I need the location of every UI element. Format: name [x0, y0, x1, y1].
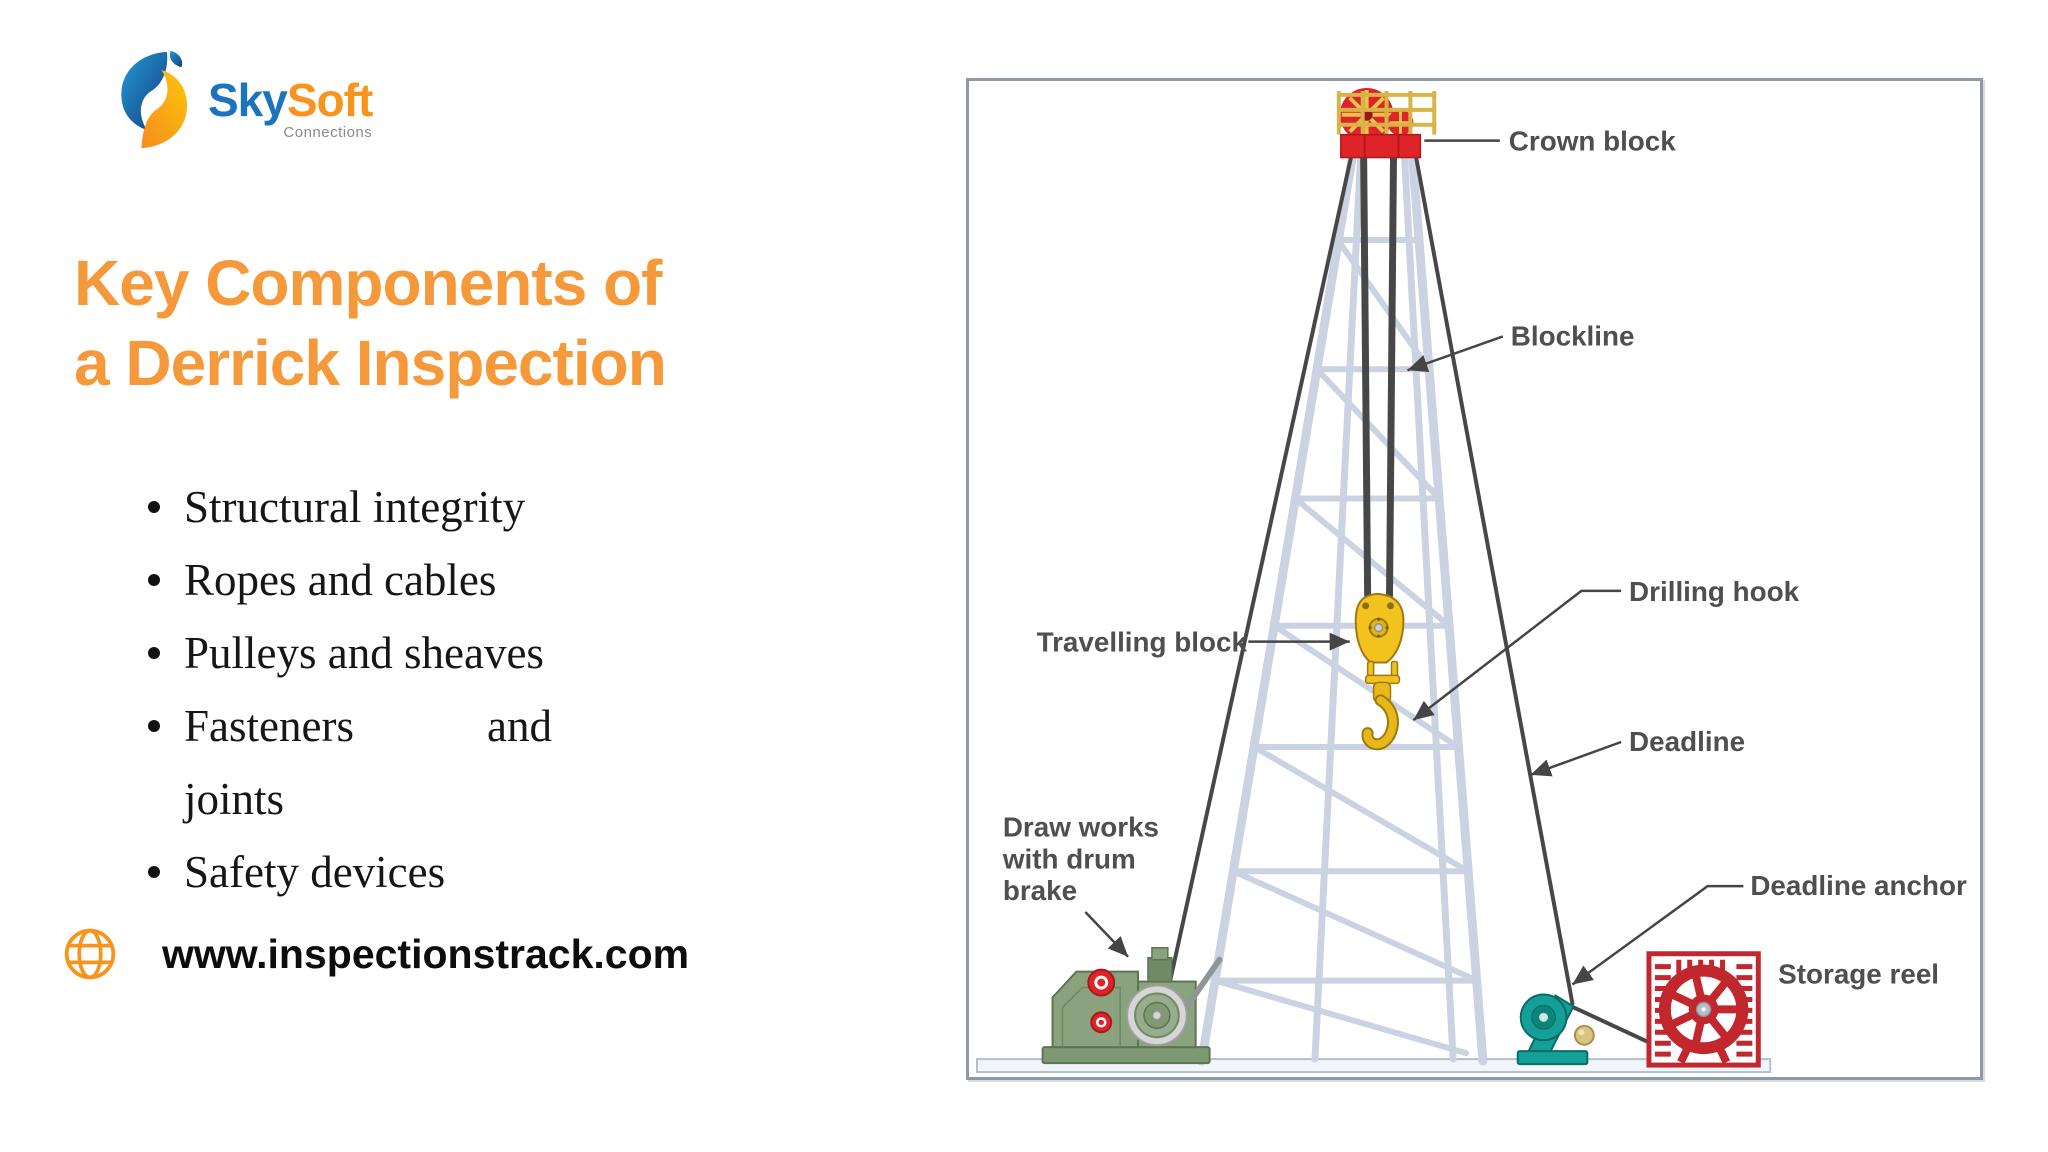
- derrick-diagram-canvas: Crown block Blockline Travelling block D…: [976, 87, 1967, 1074]
- list-item-label: Fasteners and: [184, 700, 552, 752]
- bullet-dot-icon: [148, 500, 160, 513]
- crown-block-label: Crown block: [1509, 126, 1677, 157]
- list-item-word: Fasteners: [184, 700, 354, 751]
- list-item-label: Ropes and cables: [184, 554, 497, 605]
- deadline-cable: [1414, 156, 1575, 1006]
- bullet-dot-icon: [148, 719, 160, 732]
- list-item: Safety devices: [148, 835, 552, 908]
- logo-text-sky: Sky: [208, 74, 288, 126]
- deadline-anchor-label: Deadline anchor: [1750, 870, 1967, 901]
- skysoft-swirl-icon: [121, 50, 188, 149]
- list-item: Fasteners and: [148, 689, 552, 762]
- drilling-hook-label: Drilling hook: [1629, 576, 1800, 607]
- list-item-label: joints: [184, 773, 285, 824]
- bullet-dot-icon: [148, 573, 160, 586]
- logo-text-soft: Soft: [286, 74, 373, 126]
- draw-works-label-line3: brake: [1003, 875, 1077, 906]
- blockline-label: Blockline: [1511, 320, 1635, 351]
- website-url: www.inspectionstrack.com: [162, 930, 690, 977]
- list-item-word: and: [487, 700, 552, 751]
- list-item: Structural integrity: [148, 470, 552, 543]
- wire-ropes: [1161, 155, 1683, 1060]
- storage-reel: [1646, 951, 1761, 1068]
- list-item-label: Pulleys and sheaves: [184, 627, 544, 678]
- derrick-diagram: Crown block Blockline Travelling block D…: [966, 78, 1983, 1080]
- drilling-hook-leader: [1412, 589, 1622, 722]
- page-title-line1: Key Components of: [74, 247, 662, 319]
- blockline-leader: [1406, 335, 1504, 372]
- deadline-label: Deadline: [1629, 726, 1745, 757]
- brand-logo: SkySoft Connections: [108, 50, 373, 150]
- list-item: Ropes and cables: [148, 543, 552, 616]
- drum-brake-wheel: [1087, 968, 1116, 997]
- storage-reel-label: Storage reel: [1778, 959, 1939, 990]
- blockline-cable: [1360, 155, 1372, 600]
- deadline-anchor: [1516, 993, 1595, 1066]
- globe-icon: [64, 928, 116, 980]
- crown-block: [1336, 87, 1437, 159]
- logo-text: SkySoft Connections: [208, 74, 373, 150]
- page-title: Key Components of a Derrick Inspection: [74, 243, 667, 403]
- list-item-continuation: joints: [148, 762, 552, 835]
- draw-works-label-line1: Draw works: [1003, 811, 1159, 842]
- blockline-cable: [1386, 155, 1397, 600]
- fastline-cable: [1161, 156, 1353, 1012]
- logo-text-connections: Connections: [283, 124, 373, 141]
- page-title-line2: a Derrick Inspection: [74, 327, 667, 399]
- draw-works: [1041, 947, 1223, 1065]
- diagram-labels: Crown block Blockline Travelling block D…: [1002, 126, 1967, 990]
- draw-works-label-line2: with drum: [1002, 843, 1136, 874]
- travelling-block-label: Travelling block: [1037, 627, 1248, 658]
- website-row: www.inspectionstrack.com: [62, 926, 689, 982]
- crown-railing: [1336, 90, 1437, 135]
- travelling-block: [1354, 592, 1405, 751]
- list-item: Pulleys and sheaves: [148, 616, 552, 689]
- list-item-label: Safety devices: [184, 846, 446, 897]
- drilling-hook: [1361, 694, 1399, 751]
- deadline-leader: [1530, 740, 1622, 777]
- deadline-anchor-leader: [1571, 884, 1744, 986]
- draw-works-leader: [1084, 911, 1129, 958]
- list-item-label: Structural integrity: [184, 481, 526, 532]
- bullet-dot-icon: [148, 646, 160, 659]
- bullet-dot-icon: [148, 865, 160, 878]
- bullet-list: Structural integrity Ropes and cables Pu…: [148, 470, 552, 908]
